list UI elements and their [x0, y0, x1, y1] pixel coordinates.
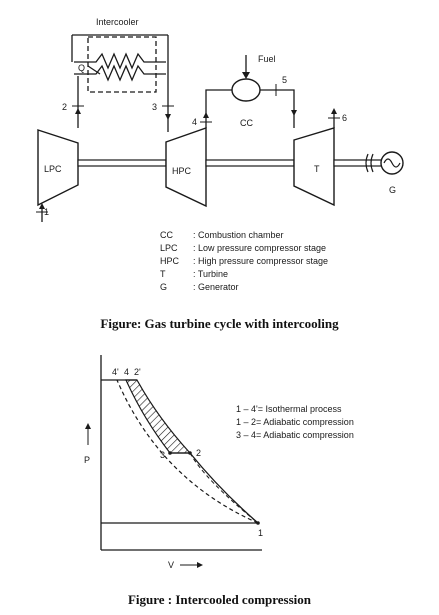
fuel-label: Fuel [258, 54, 276, 64]
state-6-label: 6 [342, 113, 347, 123]
cc-label: CC [240, 118, 253, 128]
turbine [293, 127, 335, 207]
state-3-label: 3 [152, 102, 157, 112]
pv-x-axis-label: V [168, 560, 174, 570]
hpc-compressor [165, 127, 207, 208]
state-4-label: 4 [192, 117, 197, 127]
legend-desc: : Low pressure compressor stage [193, 243, 326, 253]
combustion-chamber [231, 78, 261, 102]
intercooler-coil-upper [74, 52, 166, 70]
point-3 [168, 451, 172, 455]
adiabatic-curve-1-2 [189, 452, 259, 524]
point-1 [256, 521, 260, 525]
legend-desc: : Combustion chamber [193, 230, 284, 240]
shaft-turbine-generator [333, 159, 387, 167]
arrow-right-icon [197, 562, 203, 568]
shaft-hpc-turbine [205, 159, 295, 167]
label-2: 2 [196, 448, 201, 458]
state-1-label: 1 [44, 207, 49, 217]
legend-abbr: HPC [160, 256, 180, 266]
state-5-label: 5 [282, 75, 287, 85]
legend-item: 1 – 4'= Isothermal process [236, 404, 342, 414]
lpc-compressor [37, 129, 79, 207]
heat-q-label: Q [78, 63, 85, 73]
heat-rejection-arrow [87, 65, 101, 75]
pv-y-axis-label: P [84, 455, 90, 465]
legend-item: 3 – 4= Adiabatic compression [236, 430, 354, 440]
intercooler-coil-lower [74, 64, 166, 82]
pipe-cc-to-turbine [260, 89, 295, 128]
legend-item: 1 – 2= Adiabatic compression [236, 417, 354, 427]
label-4: 4 [124, 367, 129, 377]
turbine-label: T [314, 164, 320, 174]
legend-abbr: LPC [160, 243, 178, 253]
generator-label: G [389, 185, 396, 195]
coupling-icon [365, 153, 374, 173]
adiabatic-extension-2-2prime [189, 452, 259, 524]
shaft-lpc-hpc [77, 159, 167, 167]
legend-desc: : High pressure compressor stage [193, 256, 328, 266]
ac-wave-icon [383, 158, 401, 168]
state-2-label: 2 [62, 102, 67, 112]
figure-caption-2: Figure : Intercooled compression [127, 592, 312, 607]
label-4prime: 4' [112, 367, 119, 377]
intercooler-box [87, 36, 157, 93]
hpc-label: HPC [172, 166, 192, 176]
pv-diagram: 4' 4 2' 3 2 1 P V 1 – 4'= Isothermal pro… [84, 355, 354, 570]
label-2prime: 2' [134, 367, 141, 377]
gas-turbine-diagram: Intercooler Q 2 3 LPC 1 HPC [36, 17, 404, 292]
legend-abbr: CC [160, 230, 173, 240]
arrow-up-icon [85, 423, 91, 429]
legend-desc: : Generator [193, 282, 239, 292]
legend-abbr: T [160, 269, 166, 279]
intercooler-label: Intercooler [96, 17, 139, 27]
label-3: 3 [160, 450, 165, 460]
legend-2: 1 – 4'= Isothermal process 1 – 2= Adiaba… [236, 404, 354, 440]
point-2 [188, 451, 192, 455]
figure-caption-1: Figure: Gas turbine cycle with intercool… [100, 316, 339, 331]
legend-desc: : Turbine [193, 269, 228, 279]
legend-abbr: G [160, 282, 167, 292]
label-1: 1 [258, 528, 263, 538]
lpc-label: LPC [44, 164, 62, 174]
legend-1: CC : Combustion chamber LPC : Low pressu… [160, 230, 328, 292]
